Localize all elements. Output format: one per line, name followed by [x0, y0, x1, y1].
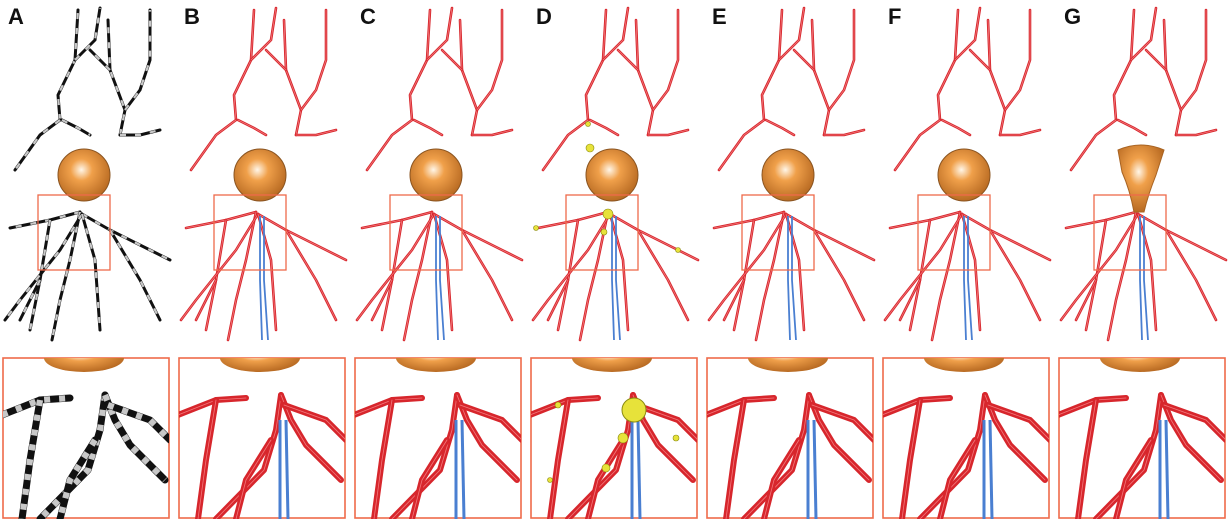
axon — [1140, 216, 1148, 340]
soma — [410, 149, 462, 201]
axon-zoomed — [808, 420, 816, 519]
axon — [964, 216, 972, 340]
panel-drawing — [1056, 0, 1230, 519]
soma-zoomed — [220, 344, 300, 372]
axon — [788, 216, 796, 340]
dendrites-upper — [367, 8, 512, 170]
panel-f: F — [880, 0, 1054, 519]
panel-label: B — [184, 4, 200, 30]
dendrites-zoomed — [2, 395, 170, 519]
dendrites-zoomed — [706, 395, 874, 519]
dendrites-upper — [543, 8, 688, 170]
panel-drawing — [352, 0, 526, 519]
panel-drawing — [0, 0, 174, 519]
soma — [58, 149, 110, 201]
axon-zoomed — [280, 420, 288, 519]
panel-b: B — [176, 0, 350, 519]
axon-zoomed — [1160, 420, 1168, 519]
panel-drawing — [704, 0, 878, 519]
axon — [612, 216, 620, 340]
axon-zoomed — [632, 420, 640, 519]
dendrites-zoomed — [178, 395, 346, 519]
soma — [586, 149, 638, 201]
soma — [234, 149, 286, 201]
axon — [260, 216, 268, 340]
soma-zoomed — [572, 344, 652, 372]
dendrites-zoomed — [354, 395, 522, 519]
dendrites-upper — [191, 8, 336, 170]
dendrites-lower — [5, 212, 170, 340]
panel-label: D — [536, 4, 552, 30]
panel-drawing — [528, 0, 702, 519]
soma-zoomed — [396, 344, 476, 372]
soma-zoomed — [44, 344, 124, 372]
dendrites-zoomed — [1058, 395, 1226, 519]
dendrites-zoomed — [530, 395, 698, 519]
panel-drawing — [176, 0, 350, 519]
panel-a: A — [0, 0, 174, 519]
panel-g: G — [1056, 0, 1230, 519]
panel-label: E — [712, 4, 727, 30]
panel-c: C — [352, 0, 526, 519]
soma — [938, 149, 990, 201]
soma — [762, 149, 814, 201]
soma-zoomed — [748, 344, 828, 372]
panel-drawing — [880, 0, 1054, 519]
soma-zoomed — [1100, 344, 1180, 372]
panel-d: D — [528, 0, 702, 519]
dendrites-upper — [719, 8, 864, 170]
axon — [436, 216, 444, 340]
soma — [1118, 145, 1164, 212]
panel-label: F — [888, 4, 901, 30]
axon-zoomed — [984, 420, 992, 519]
axon-zoomed — [456, 420, 464, 519]
panel-label: A — [8, 4, 24, 30]
dendrites-zoomed — [882, 395, 1050, 519]
dendrites-upper — [15, 8, 160, 170]
panel-label: G — [1064, 4, 1081, 30]
soma-zoomed — [924, 344, 1004, 372]
panel-e: E — [704, 0, 878, 519]
dendrites-upper — [895, 8, 1040, 170]
panel-label: C — [360, 4, 376, 30]
